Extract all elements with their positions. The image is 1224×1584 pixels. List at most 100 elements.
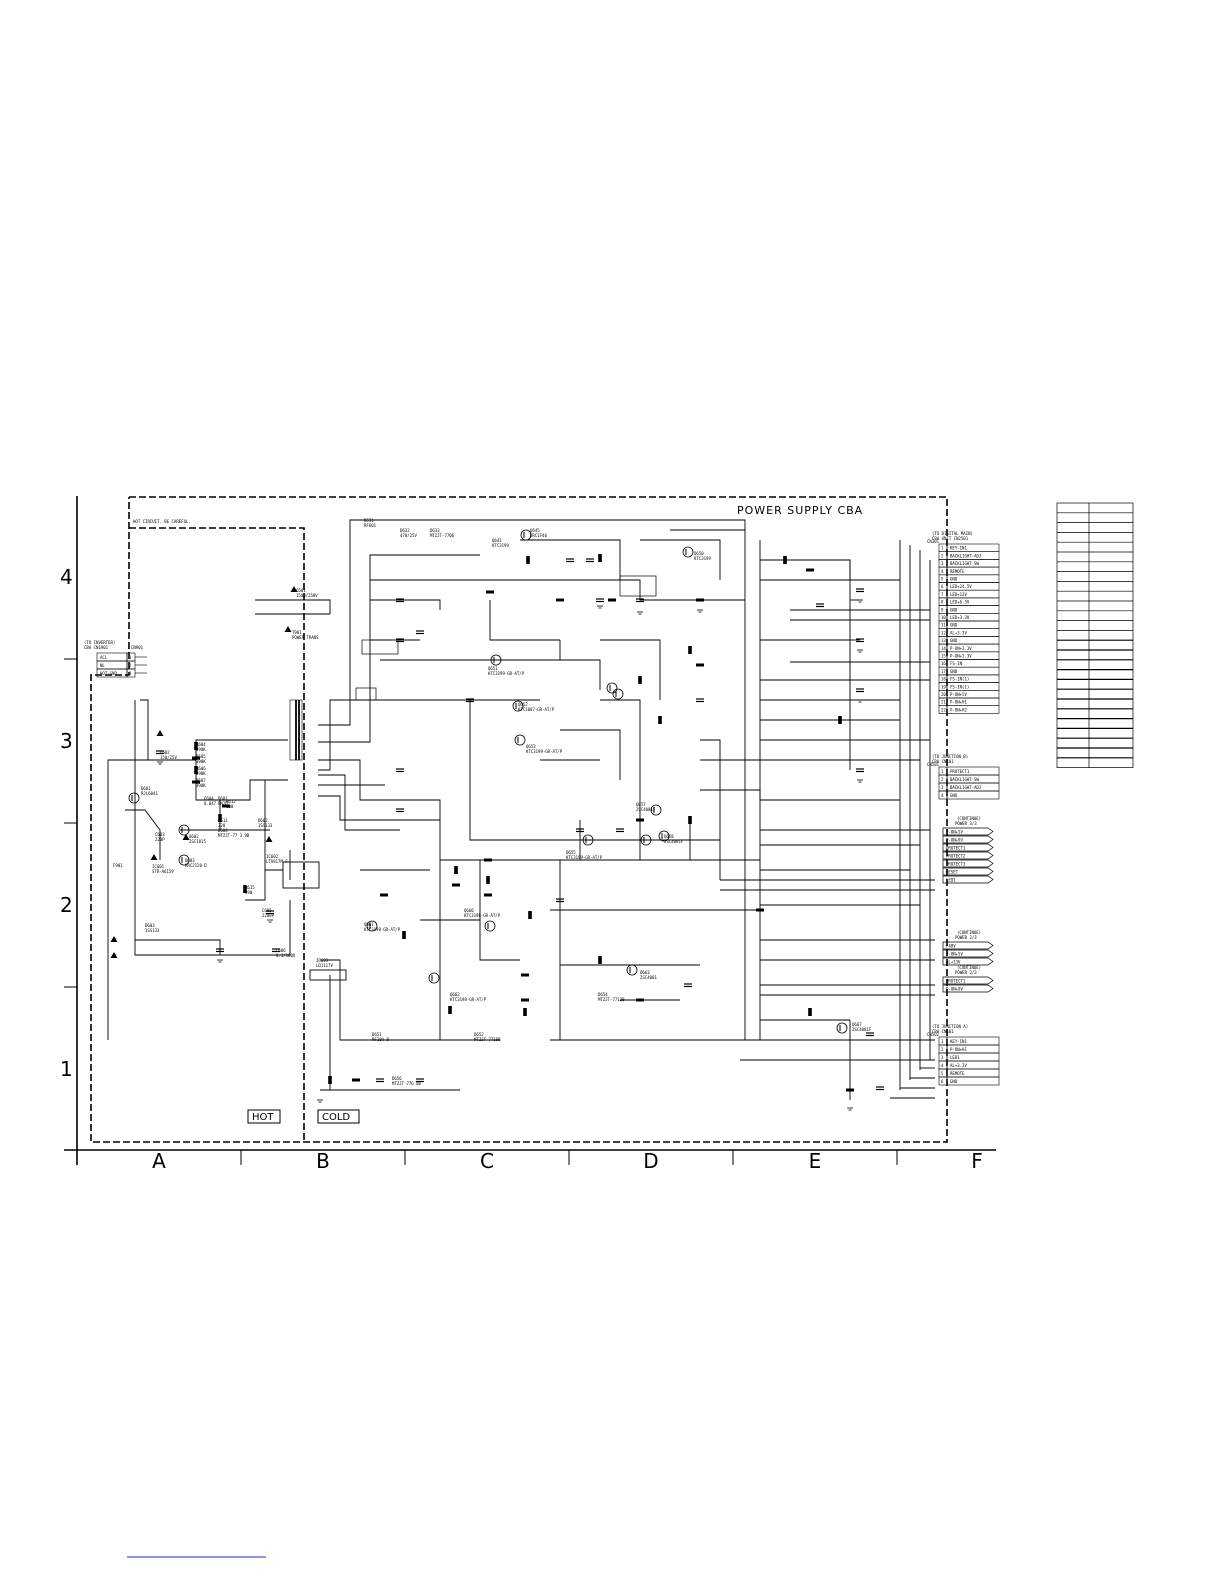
pin-number: 3 [129,671,132,676]
warning-mark [284,626,292,632]
pin-name-cell [946,790,1000,800]
pin-number: 20 [941,692,946,697]
component-value: 220P [155,837,165,842]
component-value: MTZJT-7710B [474,1037,501,1042]
pin-number: 1 [941,546,944,551]
warning-mark [110,952,118,958]
pin-name: FS-IN(1) [950,684,969,689]
resistor-mark [696,663,704,667]
resistor-mark [636,818,644,822]
continue-arrow [942,859,994,868]
connector-note: CBA UNIT CN2501 [932,536,969,541]
component-ref: Q658 [664,834,674,839]
component-value: 2SC4081F [664,839,684,844]
grid-row-label: 4 [60,565,73,589]
connector-note: (TO JUNCTION B) [932,754,968,759]
pin-name: GND [950,669,958,674]
pin-number: 5 [941,577,944,582]
transistor-mark [612,688,624,700]
resistor-mark [448,1006,452,1014]
transistor-mark [582,834,594,846]
component-ref: Q667 [852,1022,862,1027]
warning-mark [182,834,190,840]
pin-name: BACKLIGHT-SW [950,777,979,782]
pin-number: 13 [941,638,946,643]
component-value: 1SS133 [258,823,273,828]
resistor-mark [808,1008,812,1016]
resistor-mark [192,780,200,784]
pin-number: 11 [941,623,946,628]
pin-name: LED+24.5V [950,584,972,589]
component-ref: D604 [218,828,228,833]
continue-signal: F40V [946,944,956,949]
continue-arrow [942,957,994,966]
resistor-mark [243,885,247,893]
pin-name: LED+3.3V [950,615,970,620]
grid-col-label: A [152,1149,166,1173]
pin-name: KEY-IN1 [950,1039,967,1044]
grid-col-label: D [643,1149,658,1173]
pin-name: FS-IN [950,661,963,666]
component-ref: T901 [292,630,302,635]
component-ref: D602 [258,818,268,823]
transistor-mark [658,830,670,842]
pin-number: 2 [941,777,944,782]
transistor-mark [606,682,618,694]
connector-note: (TO JUNCTION A) [932,1024,968,1029]
resistor-mark [328,1076,332,1084]
component-value: 390K [196,783,206,788]
component-value: LTV817M-F [266,859,288,864]
pin-number: 4 [941,1063,944,1068]
pin-number: 21 [941,700,946,705]
pin-name: NL [100,663,105,668]
continue-arrow [942,984,994,993]
component-ref: D631 [364,518,374,523]
continue-arrow [942,827,994,836]
component-ref: C606 [276,948,286,953]
component-value: MTZJT-7712B [598,997,625,1002]
pin-name: P-ON+H2 [950,707,967,712]
component-value: KTC3199-GR-AT/P [488,671,525,676]
component-ref: C602 [160,750,170,755]
component-value: 2SC4001 [640,975,657,980]
continue-signal: PROTECT3 [946,862,966,867]
resistor-mark [402,931,406,939]
pin-name: GND [950,638,958,643]
component-ref: R612 [226,799,236,804]
resistor-mark [608,598,616,602]
component-value: 0.047 [204,801,217,806]
pin-number: 4 [941,569,944,574]
resistor-mark [194,742,198,750]
component-ref: Q661 [364,922,374,927]
connector-ref: CN502 [927,1032,940,1037]
connector-ref: CN501 [927,762,940,767]
component-ref: Q601 [141,786,151,791]
resistor-mark [192,756,200,760]
component-value: KTC3198-GR-AT/P [364,927,401,932]
transistor-mark [836,1022,848,1034]
component-value: KTC1007-GR-AT/P [518,707,555,712]
component-value: RF601 [364,523,377,528]
component-ref: Q650 [694,551,704,556]
continue-signal: P-ON+9V [946,838,963,843]
hot-label: HOT [252,1112,274,1123]
pin-name: HOT-GND [100,671,117,676]
pin-name: BACKLIGHT-ADJ [950,785,981,790]
pin-number: 1 [129,655,132,660]
schematic-frame [64,496,996,1165]
resistor-mark [598,554,602,562]
component-value: 1500/250V [296,593,318,598]
continue-signal: RESET [946,870,959,875]
component-value: 2SC4081F [852,1027,872,1032]
connector-note: CBA CN101 [932,759,954,764]
resistor-mark [528,911,532,919]
grid-col-label: E [809,1149,822,1173]
warning-mark [110,936,118,942]
transistor-mark [178,824,190,836]
resistor-mark [218,814,222,822]
continue-note: POWER 3/3 [955,821,977,826]
component-value: KTC3199-GR-AT/P [526,749,563,754]
